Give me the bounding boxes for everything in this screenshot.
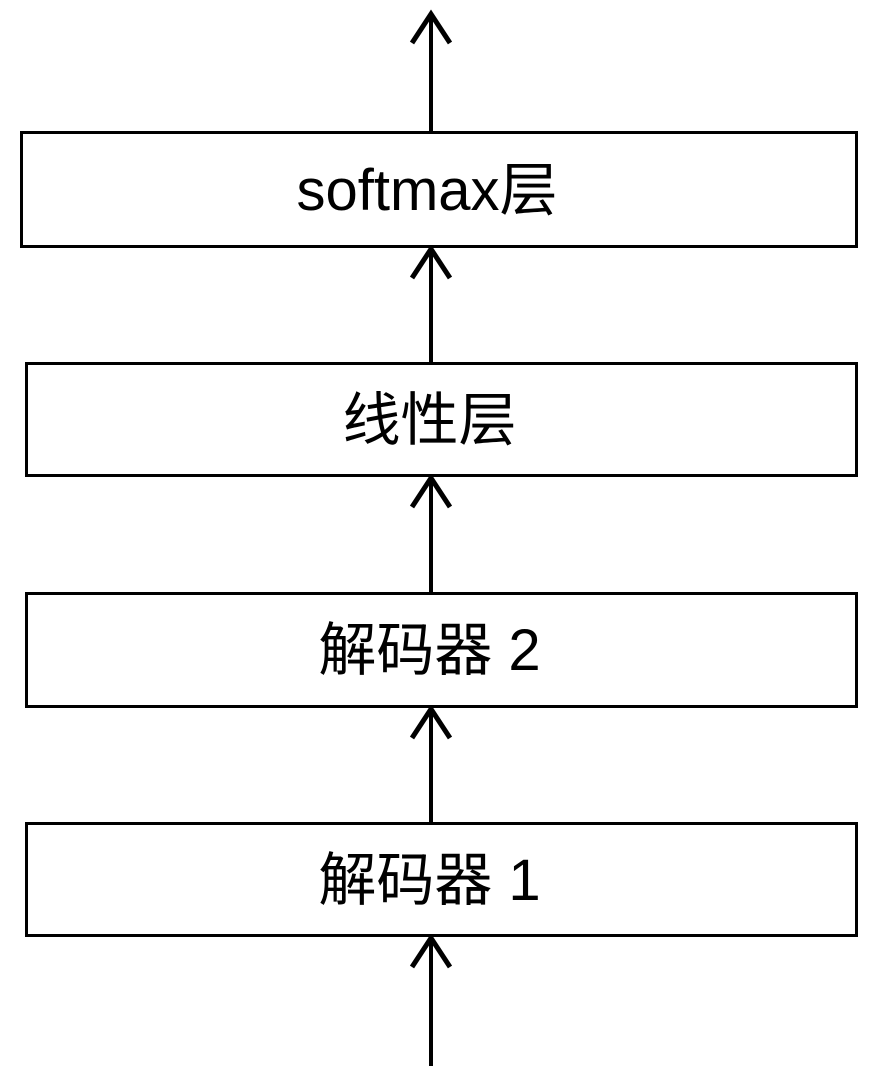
node-decoder-2[interactable]: 解码器 2	[25, 592, 858, 708]
node-decoder-1-label: 解码器 1	[318, 847, 541, 913]
arrow-linear-to-softmax	[409, 244, 453, 362]
arrow-output	[409, 9, 453, 131]
node-softmax-layer-label: softmax层	[296, 157, 558, 223]
arrow-decoder2-to-linear	[409, 473, 453, 592]
node-linear-layer[interactable]: 线性层	[25, 362, 858, 477]
node-decoder-2-label: 解码器 2	[318, 618, 541, 683]
node-linear-layer-label: 线性层	[342, 387, 517, 453]
node-decoder-1[interactable]: 解码器 1	[25, 822, 858, 937]
node-softmax-layer[interactable]: softmax层	[20, 131, 858, 248]
arrow-decoder1-to-decoder2	[409, 704, 453, 822]
arrow-input-to-decoder1	[409, 933, 453, 1066]
